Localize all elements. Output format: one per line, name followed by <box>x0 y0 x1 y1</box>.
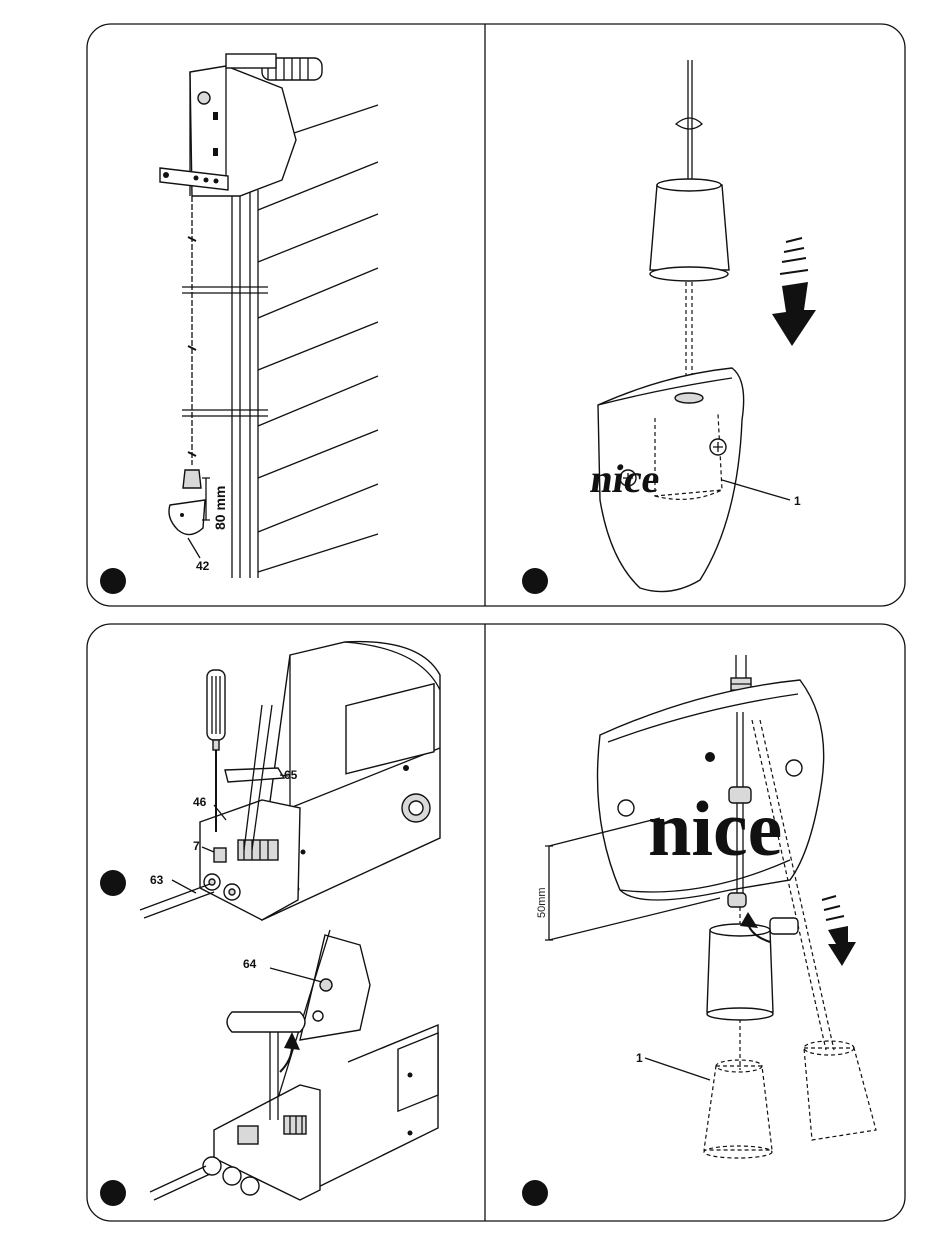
dimension-80mm: 80 mm <box>212 486 228 530</box>
step-bullet-2 <box>522 568 548 594</box>
illustration-cup-insert: nice <box>588 60 816 592</box>
cable <box>188 196 196 465</box>
callout-65: 65 <box>284 768 298 782</box>
brand-logo-nice-large: nice <box>648 785 782 872</box>
callout-1-bottom: 1 <box>636 1051 643 1065</box>
dimension-50mm: 50mm <box>536 887 548 918</box>
callout-1-top: 1 <box>794 494 801 508</box>
step-bullet-3 <box>100 870 126 896</box>
callout-7: 7 <box>193 839 200 853</box>
step-bullet-4 <box>100 1180 126 1206</box>
step-bullet-1 <box>100 568 126 594</box>
callout-42: 42 <box>196 559 210 573</box>
cup <box>650 179 729 281</box>
illustration-motor-on-door <box>160 54 378 578</box>
brand-logo-nice: nice <box>588 456 663 501</box>
down-right-arrow-icon <box>822 896 856 966</box>
step-bullet-5 <box>522 1180 548 1206</box>
callout-63: 63 <box>150 873 164 887</box>
down-arrow-icon <box>772 238 816 346</box>
illustration-cup-holder-adjust: nice <box>545 655 876 1158</box>
illustration-release-lever <box>150 930 438 1200</box>
callout-64: 64 <box>243 957 257 971</box>
callout-46: 46 <box>193 795 207 809</box>
